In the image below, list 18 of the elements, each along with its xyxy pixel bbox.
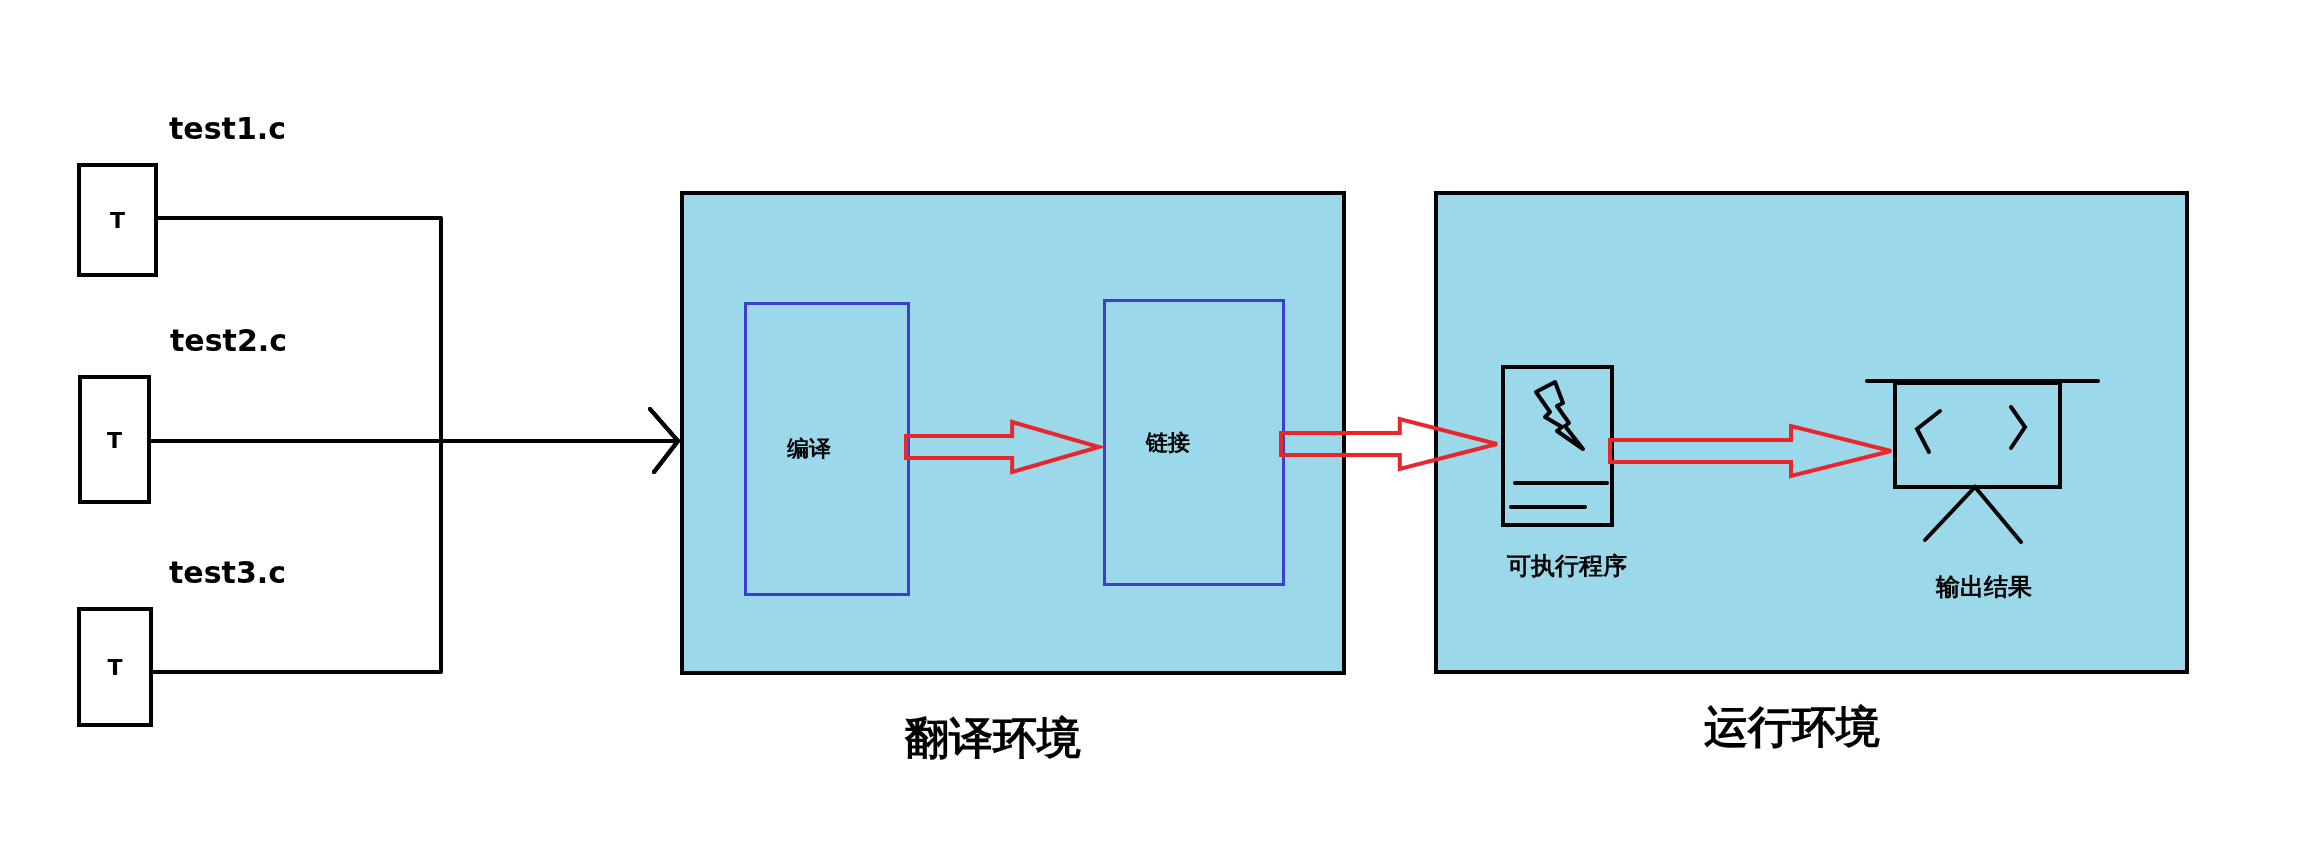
box-label: 链接 [1146, 428, 1190, 457]
file-name: test1.c [169, 111, 286, 146]
panel-heading: 运行环境 [1702, 700, 1881, 754]
process-box [1103, 299, 1285, 586]
process-box [744, 302, 910, 596]
file-name: test3.c [169, 555, 286, 590]
block-arrow [1279, 416, 1499, 472]
panel-heading: 翻译环境 [904, 711, 1082, 765]
box-letter: T [106, 654, 124, 680]
box-letter: T [106, 427, 123, 452]
icon-caption: 可执行程序 [1506, 551, 1628, 582]
box-letter: T [109, 207, 126, 233]
icon-caption: 输出结果 [1934, 572, 2033, 603]
block-arrow [904, 419, 1107, 475]
file-name: test2.c [170, 323, 287, 358]
block-arrow [1608, 423, 1893, 479]
arrow [151, 407, 680, 674]
box-label: 编译 [787, 435, 831, 463]
